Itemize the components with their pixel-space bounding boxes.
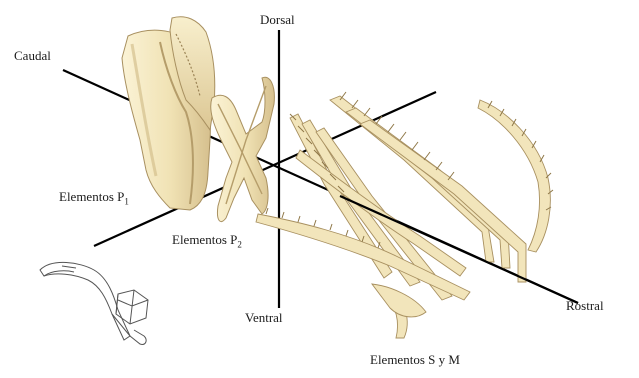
elementos-p1-label: Elementos P1 [59,190,129,207]
p2-subscript: 2 [237,240,242,250]
animal-outline-icon [40,262,148,344]
rostral-label: Rostral [566,299,604,312]
elementos-p2-label: Elementos P2 [172,233,242,250]
p2-elements [211,77,275,221]
p1-elements [122,17,215,210]
dorsal-label: Dorsal [260,13,295,26]
p1-subscript: 1 [124,197,129,207]
ventral-label: Ventral [245,311,283,324]
elementos-s-y-m-label: Elementos S y M [370,353,460,366]
caudal-label: Caudal [14,49,51,62]
denticle-marks [266,92,553,248]
